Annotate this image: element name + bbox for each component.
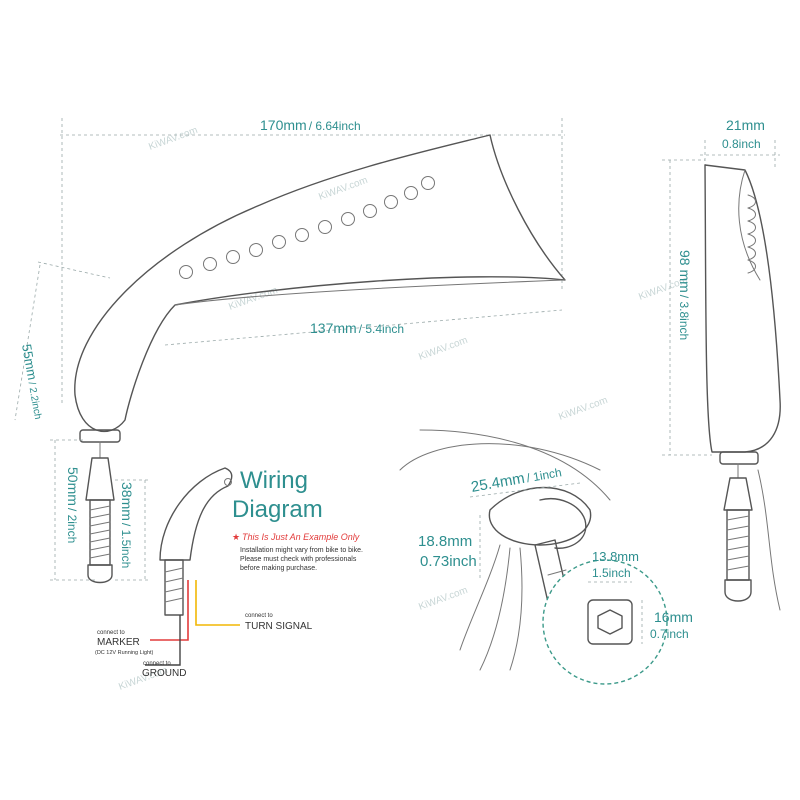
side-height-mm: 98 mm <box>677 250 693 293</box>
nut-height-in: 0.7inch <box>650 627 689 641</box>
stem-thread-mm: 38mm <box>119 482 135 521</box>
led-dot <box>341 212 355 226</box>
glass-width-in: / 5.4inch <box>359 322 404 336</box>
led-dot <box>363 204 377 218</box>
watermark: KiWAV.com <box>417 335 469 363</box>
mount-width-in: / 1inch <box>525 465 562 485</box>
install-note-line1: Installation might vary from bike to bik… <box>240 547 363 554</box>
mirror-body-outline <box>74 134 566 433</box>
wiring-title-line2: Diagram <box>232 496 323 523</box>
led-dot <box>203 257 217 271</box>
front-mirror-view: 170mm/ 6.64inch 137mm/ 5.4inch <box>14 117 566 584</box>
watermark: KiWAV.com <box>227 285 279 313</box>
watermark: KiWAV.com <box>557 395 609 423</box>
handlebar-contour <box>399 443 601 471</box>
example-note: This Is Just An Example Only <box>242 532 360 542</box>
mount-width-label: 25.4mm/ 1inch <box>470 463 563 496</box>
marker-sub-label: (DC 12V Running Light) <box>95 650 154 656</box>
nut-square <box>587 599 633 645</box>
stem-thread-label: 38mm / 1.5inch <box>119 482 135 568</box>
led-dot <box>249 243 263 257</box>
stem-thread-in: / 1.5inch <box>119 523 133 568</box>
install-note-line3: before making purchase. <box>240 565 317 572</box>
glass-width-dimension-line <box>164 309 563 346</box>
side-width-mm: 21mm <box>726 117 765 133</box>
turn-signal-label: TURN SIGNAL <box>245 621 313 632</box>
led-strip <box>179 176 435 279</box>
side-height-in: / 3.8inch <box>677 295 691 340</box>
nut-flat-mm: 13.8mm <box>592 549 639 564</box>
mirror-edge-line <box>174 279 566 306</box>
side-wire <box>757 469 781 611</box>
watermark: KiWAV.com <box>147 125 199 153</box>
ground-connect-text: connect to <box>143 661 171 667</box>
side-stem <box>719 451 781 611</box>
nut-flat-in: 1.5inch <box>592 566 631 580</box>
install-note-line2: Please must check with professionals <box>240 556 357 563</box>
top-width-mm: 170mm <box>260 117 307 133</box>
mount-wire-1 <box>459 544 501 651</box>
led-dot <box>179 265 193 279</box>
turn-connect-text: connect to <box>245 613 273 619</box>
led-dot <box>421 176 435 190</box>
stem-collar <box>79 429 121 443</box>
watermark: KiWAV.com <box>417 585 469 613</box>
mount-dia-in: 0.73inch <box>420 553 477 570</box>
mount-ring <box>539 498 587 549</box>
housing-contour <box>419 429 611 501</box>
wiring-mirror-sketch <box>159 467 233 561</box>
mount-dia-mm: 18.8mm <box>418 533 472 550</box>
side-body-contour <box>738 169 761 281</box>
wiring-title-line1: Wiring <box>240 467 308 494</box>
side-width-in: 0.8inch <box>722 137 761 151</box>
mount-wire-2 <box>479 547 511 671</box>
stem-total-label: 50mm / 2inch <box>65 467 81 543</box>
marker-connect-text: connect to <box>97 630 125 636</box>
nut-hex <box>597 609 623 635</box>
top-width-in: / 6.64inch <box>309 119 361 133</box>
nut-detail-circle <box>542 559 668 685</box>
side-mirror-view: 21mm 0.8inch 98 mm / 3.8inch <box>662 117 781 611</box>
body-height-in: / 2.2inch <box>26 381 43 420</box>
mount-detail: 25.4mm/ 1inch 18.8mm 0.73inch 13.8mm 1.5… <box>399 429 693 685</box>
led-dot <box>384 195 398 209</box>
top-width-label: 170mm/ 6.64inch <box>260 117 361 133</box>
body-height-dimension-line <box>14 264 41 421</box>
glass-width-mm: 137mm <box>310 320 357 336</box>
stem-total-mm: 50mm <box>65 467 81 506</box>
mount-wire-3 <box>509 547 523 671</box>
body-height-extension-line <box>37 261 111 279</box>
marker-label: MARKER <box>97 637 140 648</box>
ground-wire <box>145 615 181 666</box>
stem-upper <box>85 457 115 501</box>
example-star-icon: ★ <box>232 532 240 542</box>
glass-width-label: 137mm/ 5.4inch <box>310 320 404 336</box>
mount-width-dimension-line <box>469 482 581 498</box>
marker-wire <box>150 580 189 641</box>
side-body-outline <box>704 164 781 453</box>
mirror-stem <box>79 429 121 584</box>
ground-label: GROUND <box>142 668 186 679</box>
body-height-label: 55mm/ 2.2inch <box>19 343 47 420</box>
led-dot <box>272 235 286 249</box>
body-height-mm: 55mm <box>19 343 40 381</box>
nut-height-mm: 16mm <box>654 609 693 625</box>
wiring-diagram: Wiring Diagram ★ This Is Just An Example… <box>95 467 363 679</box>
watermark: KiWAV.com <box>317 175 369 203</box>
stem-cap <box>87 564 113 584</box>
led-dot <box>318 220 332 234</box>
wiring-led-dot <box>224 478 232 486</box>
side-led-strip <box>747 194 756 274</box>
led-dot <box>404 186 418 200</box>
turn-signal-wire <box>195 580 240 626</box>
led-dot <box>295 228 309 242</box>
stem-total-in: / 2inch <box>65 508 79 543</box>
led-dot <box>226 250 240 264</box>
side-height-label: 98 mm / 3.8inch <box>677 250 693 340</box>
mount-bracket <box>488 486 592 546</box>
